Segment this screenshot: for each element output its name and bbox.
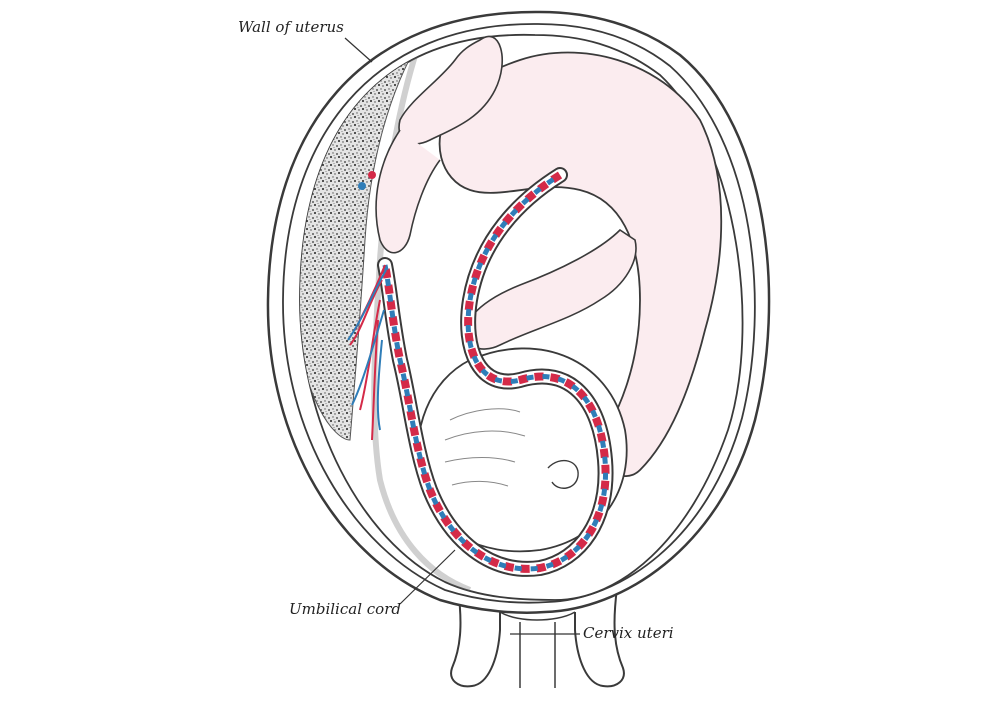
cord-artery [381, 171, 610, 573]
vessel-cross-section-red [368, 171, 376, 179]
vessel-cross-section-blue [358, 182, 366, 190]
placental-vessels [347, 171, 387, 441]
umbilical-cord-label: Umbilical cord [289, 600, 401, 618]
cervical-canal [499, 611, 576, 621]
fetus-ear [547, 459, 579, 489]
leader-umbilical-cord [399, 549, 456, 605]
cervix-outer-wall [450, 587, 625, 688]
fetus-leg-lower [375, 129, 441, 254]
leader-wall-of-uterus [344, 37, 373, 63]
umbilical-cord [377, 167, 614, 577]
placental-vein-branches [347, 269, 387, 431]
wall-of-uterus-label: Wall of uterus [238, 18, 344, 36]
cervix-uteri-label: Cervix uteri [583, 624, 674, 642]
fetus [375, 35, 723, 553]
uterus-wall-inner-line [282, 23, 756, 604]
fetus-hair-shading [444, 408, 526, 487]
